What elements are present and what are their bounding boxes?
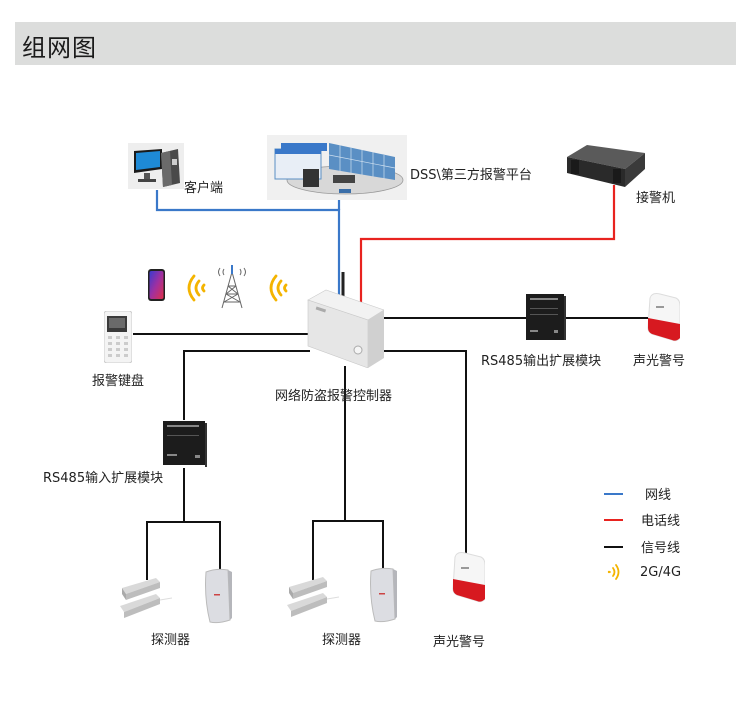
controller-label: 网络防盗报警控制器 — [275, 389, 393, 404]
alarm-controller-box-icon — [306, 288, 385, 369]
siren-icon — [451, 551, 486, 603]
siren-right-label: 声光警号 — [633, 354, 686, 369]
platform-label: DSS\第三方报警平台 — [410, 168, 532, 183]
wireless-signal-icon — [184, 272, 208, 304]
receiver-label: 接警机 — [636, 191, 676, 206]
legend-item-network: 网线 — [604, 484, 671, 503]
door-contact-icon — [285, 575, 340, 619]
expansion-module-icon — [163, 421, 207, 467]
header-bar: 组网图 — [15, 22, 736, 65]
legend-item-wireless: 2G/4G — [606, 563, 681, 581]
cell-tower-icon — [214, 264, 250, 310]
smartphone-icon — [148, 269, 165, 301]
signal-wire-detectors-mid-pir — [345, 520, 384, 569]
phone-wire — [359, 185, 616, 302]
detector-mid-label: 探测器 — [322, 633, 362, 648]
signal-wire-input-module — [183, 350, 310, 420]
network-wire-client — [155, 190, 341, 296]
pir-detector-icon — [202, 568, 234, 624]
wireless-signal-icon — [606, 563, 622, 581]
legend-label: 网线 — [645, 488, 672, 503]
legend-label: 2G/4G — [640, 564, 682, 580]
legend-swatch-phone — [604, 518, 623, 521]
legend-item-phone: 电话线 — [604, 510, 680, 529]
client-label: 客户端 — [184, 181, 224, 196]
monitoring-center-icon — [267, 135, 407, 200]
signal-wire-input-down — [146, 468, 185, 580]
desktop-computer-icon — [128, 143, 184, 189]
siren-icon — [646, 292, 681, 342]
legend-item-signal: 信号线 — [604, 537, 680, 556]
output-module-label: RS485输出扩展模块 — [481, 354, 602, 369]
keypad-icon — [103, 310, 133, 364]
input-module-label: RS485输入扩展模块 — [43, 471, 164, 486]
signal-wire-input-pir — [184, 521, 221, 569]
siren-bottom-label: 声光警号 — [433, 635, 486, 650]
page-title: 组网图 — [22, 34, 97, 62]
pir-detector-icon — [367, 567, 399, 623]
legend-label: 电话线 — [641, 514, 681, 529]
legend-swatch-network — [604, 492, 623, 495]
legend-swatch-signal — [604, 545, 623, 548]
wireless-signal-icon — [266, 272, 290, 304]
expansion-module-icon — [526, 294, 566, 340]
door-contact-icon — [118, 576, 173, 620]
signal-wire-detectors-mid — [312, 366, 346, 580]
signal-wire-siren-bottom — [382, 350, 467, 553]
detector-left-label: 探测器 — [151, 633, 191, 648]
legend-label: 信号线 — [641, 541, 681, 556]
rack-server-icon — [567, 143, 645, 187]
keypad-label: 报警键盘 — [92, 374, 145, 389]
